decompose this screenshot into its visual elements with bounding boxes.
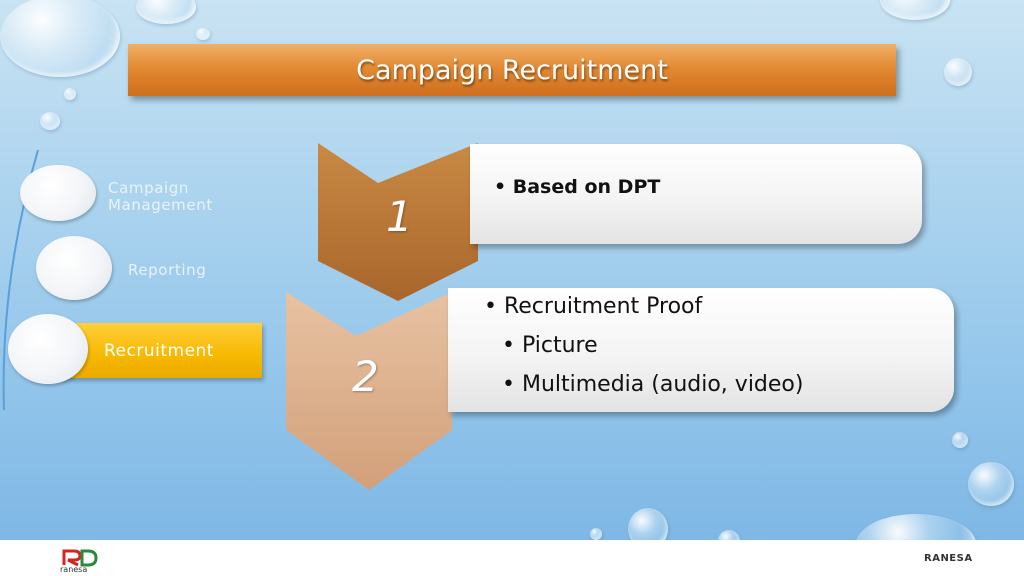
nav-circle-recruitment[interactable] [8,314,88,384]
step-2-chevron [286,292,452,490]
bubble-decoration [968,462,1014,506]
bubble-decoration [628,508,668,540]
step-1-panel [470,144,922,244]
bubble-decoration [64,88,76,100]
nav-circle-reporting[interactable] [36,236,112,300]
bubble-decoration [136,0,196,24]
nav-item-recruitment-label: Recruitment [104,341,214,361]
nav-item-reporting[interactable]: Reporting [128,261,207,279]
footer-brand: RANESA [924,553,973,564]
step-1-chevron [318,143,478,301]
bubble-decoration [944,58,972,86]
bubble-decoration [718,530,740,540]
page-title: Campaign Recruitment [356,54,668,86]
bubble-decoration [40,112,60,130]
nav-item-campaign-management[interactable]: Campaign Management [108,179,213,214]
slide-background: Campaign Recruitment Campaign Management… [0,0,1024,540]
step-2-number: 2 [352,352,379,401]
bubble-decoration [880,0,950,20]
bubble-decoration [196,28,210,40]
step-2-panel [448,288,954,412]
bubble-decoration [590,528,602,540]
footer-bar [0,540,1024,576]
step-1-bullet: • Based on DPT [494,176,661,198]
step-2-bullet-1: • Recruitment Proof [484,294,703,319]
bubble-decoration [0,0,120,77]
nav-circle-campaign-management[interactable] [20,165,96,221]
logo-text: ranesa [60,565,88,574]
bubble-decoration [856,514,976,540]
bubble-decoration [952,432,968,448]
title-banner: Campaign Recruitment [128,44,896,96]
rd-logo-icon [62,549,98,567]
step-1-number: 1 [386,192,413,241]
step-2-bullet-2: • Picture [502,333,598,358]
step-2-bullet-3: • Multimedia (audio, video) [502,372,804,397]
